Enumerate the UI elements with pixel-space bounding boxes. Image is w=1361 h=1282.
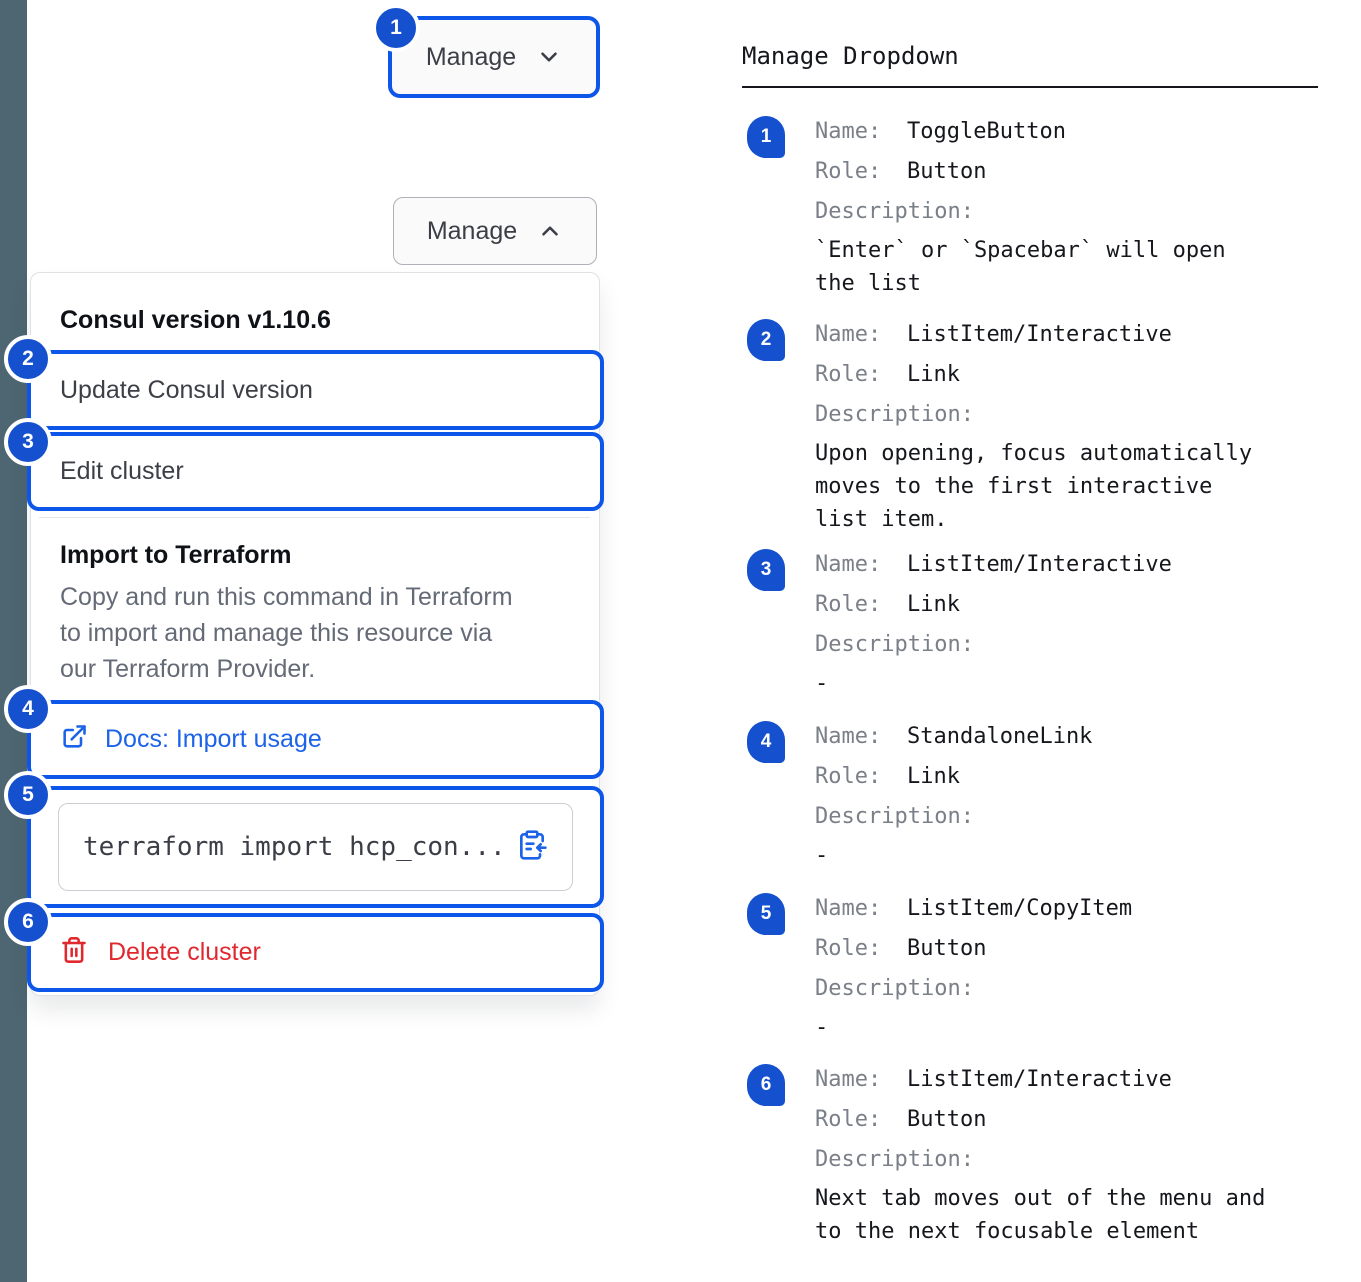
role-label: Role: (815, 592, 882, 617)
code-snippet-field: terraform import hcp_con... (58, 803, 573, 891)
import-section-description: Copy and run this command in Terraform t… (60, 583, 513, 683)
description-label: Description: (815, 402, 974, 427)
left-rail (0, 0, 27, 1282)
name-value: ToggleButton (907, 119, 1066, 144)
manage-toggle-button-closed[interactable]: Manage (388, 16, 600, 98)
copy-snippet-item[interactable]: terraform import hcp_con... (27, 786, 604, 908)
manage-dropdown-panel: Consul version v1.10.6 Update Consul ver… (27, 272, 604, 996)
role-value: Button (907, 159, 987, 184)
name-label: Name: (815, 896, 882, 921)
menu-item-update-consul-version[interactable]: Update Consul version (27, 350, 604, 430)
menu-item-edit-cluster[interactable]: Edit cluster (27, 432, 604, 511)
menu-item-label: Edit cluster (60, 457, 184, 485)
consul-version-header: Consul version v1.10.6 (60, 306, 331, 334)
description-value: Upon opening, focus automatically moves … (815, 441, 1253, 532)
name-value: ListItem/CopyItem (907, 896, 1133, 921)
import-section-title: Import to Terraform (60, 541, 292, 569)
role-label: Role: (815, 159, 882, 184)
role-value: Button (907, 1107, 987, 1132)
external-link-icon (60, 723, 88, 756)
marker-5: 5 (4, 771, 52, 819)
marker-1: 1 (372, 4, 420, 52)
docs-import-usage-link[interactable]: Docs: Import usage (27, 700, 604, 779)
spec-row-2: 2 Name: ListItem/Interactive Role: Link De… (747, 315, 1320, 536)
description-value: - (815, 671, 829, 696)
spec-marker-3: 3 (747, 549, 785, 591)
spec-marker-1: 1 (747, 116, 785, 158)
name-label: Name: (815, 119, 882, 144)
description-label: Description: (815, 976, 974, 1001)
menu-item-delete-cluster[interactable]: Delete cluster (27, 913, 604, 992)
name-value: ListItem/Interactive (907, 552, 1172, 577)
role-label: Role: (815, 936, 882, 961)
spec-panel-title: Manage Dropdown (742, 42, 959, 70)
marker-6: 6 (4, 898, 52, 946)
marker-2: 2 (4, 335, 52, 383)
name-value: ListItem/Interactive (907, 322, 1172, 347)
spec-row-5: 5 Name: ListItem/CopyItem Role: Button Des… (747, 889, 1320, 1044)
name-label: Name: (815, 322, 882, 347)
role-value: Link (907, 764, 960, 789)
chevron-up-icon (537, 218, 563, 244)
description-value: - (815, 843, 829, 868)
marker-4: 4 (4, 685, 52, 733)
trash-icon (60, 936, 88, 969)
role-value: Button (907, 936, 987, 961)
description-label: Description: (815, 804, 974, 829)
spec-marker-5: 5 (747, 893, 785, 935)
name-label: Name: (815, 552, 882, 577)
description-label: Description: (815, 1147, 974, 1172)
name-value: ListItem/Interactive (907, 1067, 1172, 1092)
spec-marker-2: 2 (747, 319, 785, 361)
code-snippet-text: terraform import hcp_con... (83, 832, 506, 862)
clipboard-copy-icon[interactable] (516, 829, 548, 866)
description-label: Description: (815, 632, 974, 657)
description-value: Next tab moves out of the menu and to th… (815, 1186, 1266, 1244)
menu-item-label: Update Consul version (60, 375, 313, 404)
menu-divider (39, 517, 590, 518)
spec-row-3: 3 Name: ListItem/Interactive Role: Link De… (747, 545, 1320, 700)
description-label: Description: (815, 199, 974, 224)
spec-row-4: 4 Name: StandaloneLink Role: Link Descript… (747, 717, 1320, 872)
spec-row-1: 1 Name: ToggleButton Role: Button Descript… (747, 112, 1320, 300)
spec-row-6: 6 Name:ListItem/Interactive Role:Button … (747, 1060, 1320, 1248)
role-value: Link (907, 362, 960, 387)
marker-3: 3 (4, 418, 52, 466)
description-value: - (815, 1015, 829, 1040)
name-value: StandaloneLink (907, 724, 1093, 749)
name-label: Name: (815, 724, 882, 749)
spec-panel-rule (742, 86, 1318, 88)
spec-marker-6: 6 (747, 1064, 785, 1106)
role-value: Link (907, 592, 960, 617)
role-label: Role: (815, 764, 882, 789)
role-label: Role: (815, 362, 882, 387)
manage-toggle-label: Manage (426, 216, 518, 245)
name-label: Name: (815, 1067, 882, 1092)
delete-cluster-label: Delete cluster (108, 938, 261, 966)
spec-marker-4: 4 (747, 721, 785, 763)
manage-toggle-button-open[interactable]: Manage (393, 197, 597, 265)
chevron-down-icon (536, 44, 562, 70)
description-value: `Enter` or `Spacebar` will open the list (815, 238, 1226, 296)
manage-toggle-label: Manage (425, 42, 517, 71)
docs-link-label: Docs: Import usage (105, 725, 322, 753)
role-label: Role: (815, 1107, 882, 1132)
